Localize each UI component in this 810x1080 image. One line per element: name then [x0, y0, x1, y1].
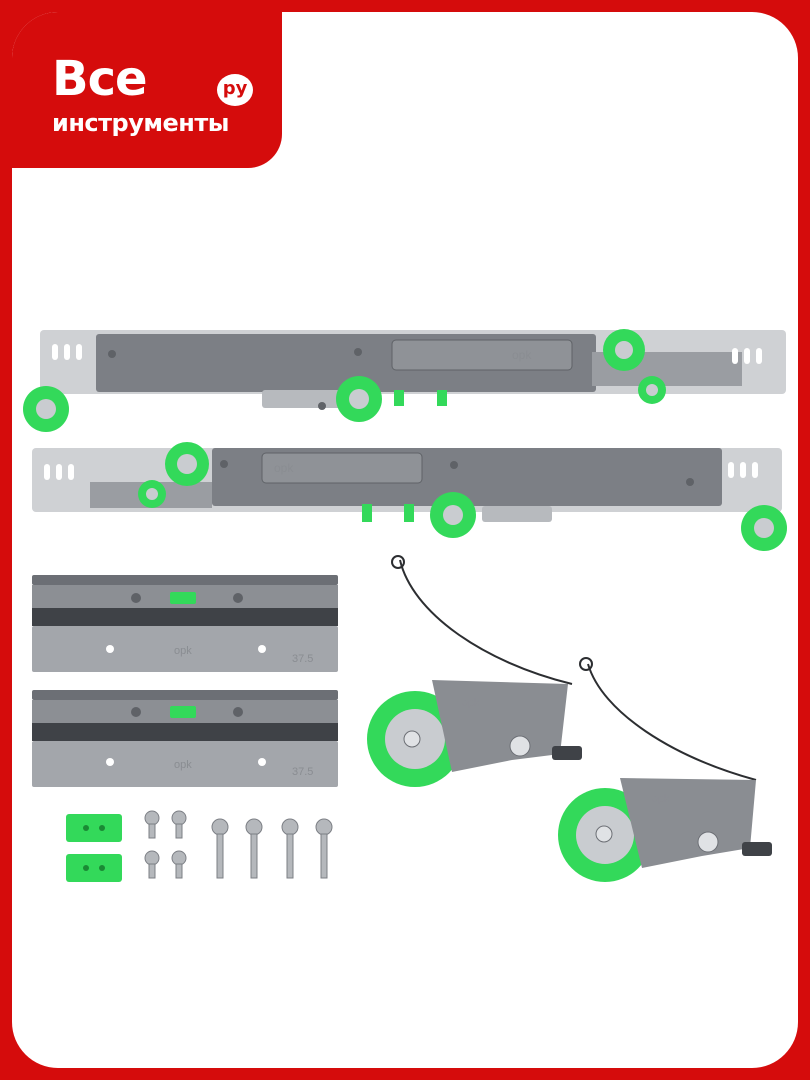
roller-cable	[399, 559, 573, 685]
bottom-roller-right: opk	[558, 657, 772, 882]
green-spacer	[66, 854, 122, 882]
rail-cover	[261, 452, 423, 484]
product-photo: opk opk	[23, 329, 787, 882]
guide-clip	[170, 706, 196, 718]
brand-domain-badge: ру	[217, 74, 253, 106]
mount-slots	[52, 344, 762, 364]
product-card: opk opk	[12, 12, 798, 1068]
wheel	[603, 329, 645, 371]
brand-name-line1: Все	[52, 51, 148, 107]
wheel	[638, 376, 666, 404]
wheel	[430, 492, 476, 538]
rail-logo-stamp: opk	[512, 348, 532, 362]
bottom-roller-left: opk	[367, 555, 582, 787]
sliding-mechanism-top: opk	[23, 329, 786, 432]
wheel	[23, 386, 69, 432]
guide-rail-upper: opk 37.5	[32, 575, 338, 672]
guide-length-stamp: 37.5	[292, 766, 313, 778]
rail-logo-stamp: opk	[274, 461, 294, 475]
wheel	[165, 442, 209, 486]
guide-rail-lower: opk 37.5	[32, 690, 338, 787]
guide-clip	[170, 592, 196, 604]
mount-slots	[44, 462, 758, 480]
rail-cover	[391, 339, 573, 371]
guide-length-stamp: 37.5	[292, 653, 313, 665]
roller-cable	[587, 663, 757, 781]
wheel	[741, 505, 787, 551]
guide-logo-stamp: opk	[174, 759, 192, 771]
roller-logo-stamp: opk	[462, 697, 480, 709]
screws-long	[211, 818, 333, 879]
guide-logo-stamp: opk	[174, 645, 192, 657]
brand-badge[interactable]: Все ру инструменты	[12, 12, 282, 168]
wheel	[336, 376, 382, 422]
sliding-mechanism-bottom: opk	[32, 442, 787, 551]
screws-short	[144, 810, 187, 879]
green-spacer	[66, 814, 122, 842]
brand-name-line2: инструменты	[52, 109, 229, 137]
wheel	[138, 480, 166, 508]
roller-logo-stamp: opk	[652, 793, 670, 805]
